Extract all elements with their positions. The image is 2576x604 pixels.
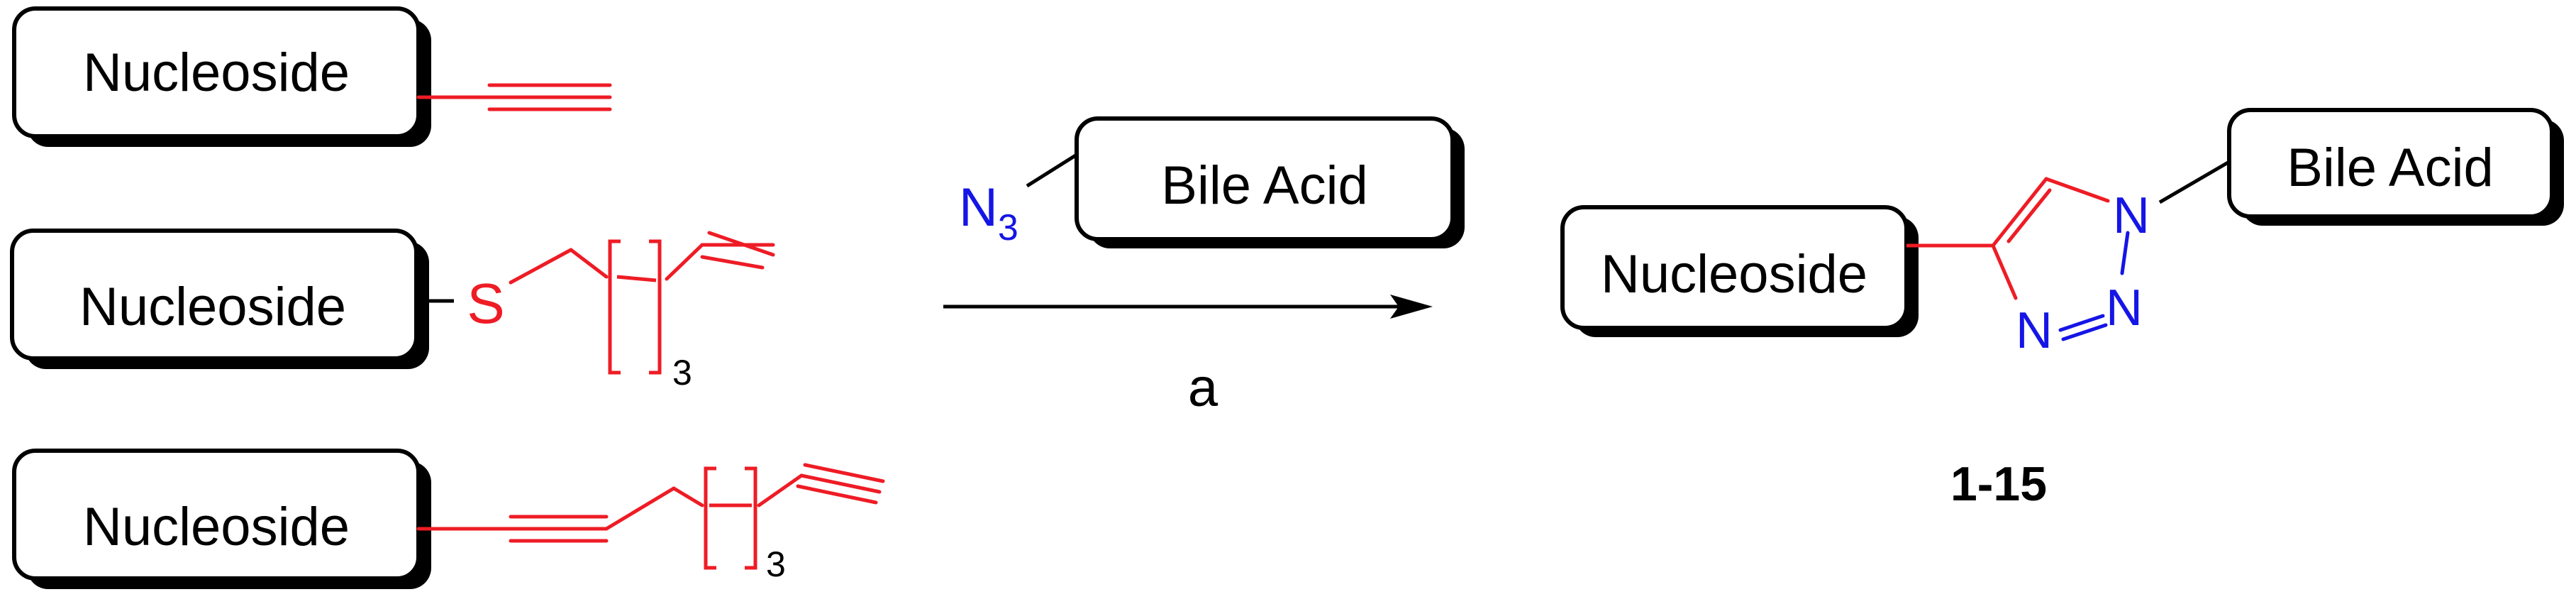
reactant-1: Nucleoside	[12, 6, 612, 147]
bile-acid-label: Bile Acid	[1161, 155, 1368, 216]
triazole-n2: N	[2106, 280, 2143, 336]
repeat-bond	[616, 275, 657, 282]
thioether-chain	[509, 231, 775, 285]
triazole-n3: N	[2016, 302, 2053, 359]
azide-subscript: 3	[998, 207, 1018, 248]
triazole-n1: N	[2113, 187, 2150, 244]
sulfur-atom: S	[467, 272, 504, 335]
triazole-nitrogen-bonds	[2058, 231, 2130, 341]
reaction-arrow: a	[943, 295, 1433, 418]
product: Nucleoside Bile Acid N N N 1-15	[1560, 108, 2564, 511]
nucleoside-box	[12, 449, 421, 581]
repeat-brackets	[608, 239, 662, 375]
nucleoside-label: Nucleoside	[79, 277, 346, 337]
nucleoside-label: Nucleoside	[83, 43, 350, 103]
triazole-carbons	[1991, 177, 2110, 300]
nucleoside-label: Nucleoside	[83, 497, 350, 557]
nucleoside-box	[10, 229, 418, 361]
azide-reagent: Bile Acid N3	[959, 116, 1465, 248]
repeat-brackets	[704, 466, 757, 570]
bile-acid-label: Bile Acid	[2287, 138, 2494, 198]
repeat-subscript: 3	[672, 353, 692, 392]
bile-acid-box	[1075, 116, 1455, 241]
nucleoside-label: Nucleoside	[1601, 244, 1867, 304]
reactant-2: Nucleoside S 3	[10, 229, 775, 392]
arrow-head	[1390, 295, 1433, 319]
nucleoside-box	[1560, 205, 1909, 330]
azide-symbol: N	[959, 177, 998, 238]
reaction-condition: a	[1188, 358, 1218, 418]
azide-label: N3	[959, 177, 1018, 248]
diyne-chain	[416, 463, 885, 543]
repeat-subscript: 3	[766, 544, 786, 584]
azide-bond	[1026, 153, 1078, 188]
compound-id: 1-15	[1950, 457, 2047, 511]
reactant-3: Nucleoside 3	[12, 449, 885, 589]
ethynyl-group	[416, 83, 612, 111]
n1-bile-bond	[2158, 160, 2231, 204]
nucleoside-box	[12, 6, 421, 138]
